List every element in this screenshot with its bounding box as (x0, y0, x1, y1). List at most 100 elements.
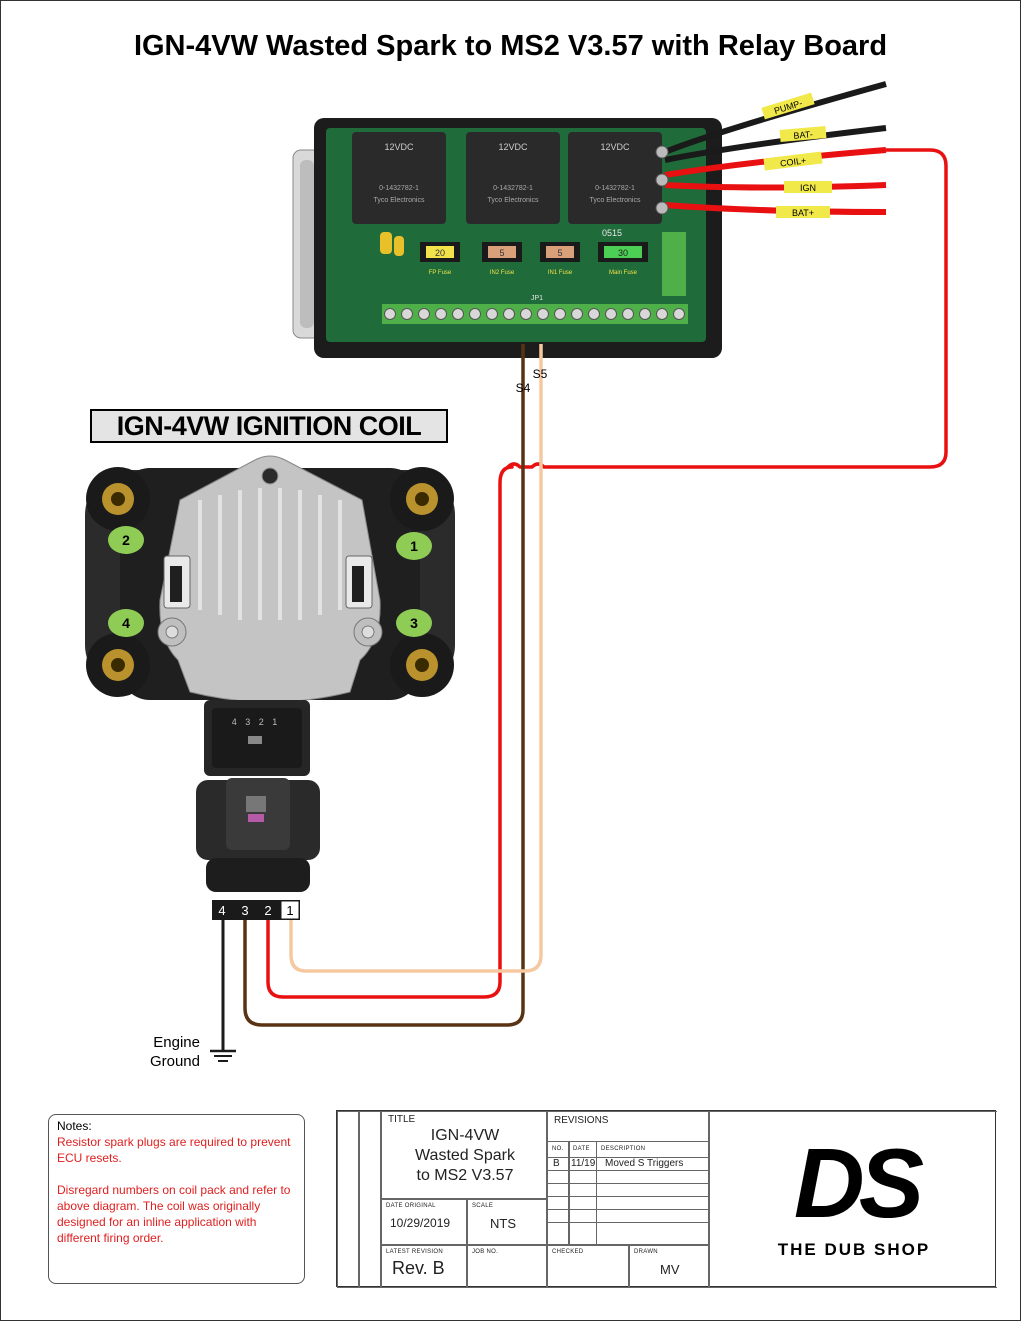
relay-board: 12VDC 0-1432782-1 Tyco Electronics 12VDC… (292, 118, 722, 358)
terminal-screw (673, 308, 685, 320)
notes-line-2: Disregard numbers on coil pack and refer… (57, 1183, 291, 1245)
rev-row-date: 11/19 (571, 1158, 596, 1169)
wire-label-pump: PUMP- (761, 92, 815, 120)
rev-header-date: DATE (573, 1146, 590, 1152)
title-block: TITLE IGN-4VW Wasted Spark to MS2 V3.57 … (336, 1110, 997, 1288)
svg-text:3: 3 (241, 903, 248, 918)
date-original-cell: DATE ORIGINAL 10/29/2019 (381, 1199, 467, 1245)
svg-text:20: 20 (435, 248, 445, 258)
pin-badge-1: 1 (396, 532, 432, 560)
dub-shop-logo: DS (793, 1128, 924, 1238)
svg-text:IGN: IGN (800, 183, 816, 193)
title-cell: TITLE IGN-4VW Wasted Spark to MS2 V3.57 (381, 1111, 547, 1199)
wire-label-bat-plus: BAT+ (776, 206, 830, 218)
terminal-screw (622, 308, 634, 320)
svg-text:0-1432782-1: 0-1432782-1 (493, 185, 533, 192)
rev-header-no: NO. (552, 1146, 564, 1152)
pin-badge-3: 3 (396, 609, 432, 637)
relay-3: 12VDC 0-1432782-1 Tyco Electronics (568, 132, 662, 224)
svg-text:0-1432782-1: 0-1432782-1 (379, 185, 419, 192)
svg-text:Main Fuse: Main Fuse (609, 270, 638, 276)
terminal-screw (401, 308, 413, 320)
terminal-screw (435, 308, 447, 320)
drawn-cell: DRAWN MV (629, 1245, 709, 1288)
terminal-screw (384, 308, 396, 320)
svg-text:COIL+: COIL+ (779, 155, 806, 168)
svg-text:2: 2 (264, 903, 271, 918)
rev-row-no: B (553, 1158, 560, 1169)
checked-cell: CHECKED (547, 1245, 629, 1288)
svg-text:1: 1 (410, 538, 418, 554)
terminal-screw (520, 308, 532, 320)
svg-text:5: 5 (499, 248, 504, 258)
logo-tagline: THE DUB SHOP (777, 1240, 931, 1259)
side-terminal (662, 232, 686, 296)
spark-tower-br (390, 633, 454, 697)
spark-tower-bl (86, 633, 150, 697)
terminal-screw (639, 308, 651, 320)
svg-text:30: 30 (618, 248, 628, 258)
rev-row-description: Moved S Triggers (605, 1158, 684, 1169)
svg-text:FP Fuse: FP Fuse (429, 270, 452, 276)
spark-tower-tr (390, 467, 454, 531)
wire-label-coil-plus: COIL+ (763, 151, 823, 171)
plug-pin-strip: 4 3 2 1 (212, 900, 300, 920)
notes-box: Notes: Resistor spark plugs are required… (48, 1114, 305, 1284)
svg-text:1: 1 (286, 903, 293, 918)
output-wires: PUMP- BAT- COIL+ IGN BAT+ (655, 81, 887, 218)
svg-text:4: 4 (218, 903, 225, 918)
svg-text:2: 2 (122, 532, 130, 548)
svg-text:Tyco Electronics: Tyco Electronics (590, 197, 641, 204)
svg-text:12VDC: 12VDC (498, 142, 528, 152)
pin-badge-4: 4 (108, 609, 144, 637)
relay-1: 12VDC 0-1432782-1 Tyco Electronics (352, 132, 446, 224)
notes-heading: Notes: (57, 1119, 92, 1133)
svg-text:12VDC: 12VDC (600, 142, 630, 152)
connector-label: JP1 (531, 295, 543, 302)
svg-text:IN2 Fuse: IN2 Fuse (490, 270, 515, 276)
svg-text:4: 4 (122, 615, 130, 631)
svg-text:3: 3 (410, 615, 418, 631)
notes-line-1: Resistor spark plugs are required to pre… (57, 1135, 291, 1165)
svg-text:BAT+: BAT+ (792, 208, 814, 218)
scale-cell: SCALE NTS (467, 1199, 547, 1245)
coil-plug (196, 778, 320, 892)
svg-text:Tyco Electronics: Tyco Electronics (374, 197, 425, 204)
ignition-coil-pack: 2 1 4 3 4 3 2 1 (85, 455, 455, 776)
terminal-screw (656, 308, 668, 320)
svg-text:0-1432782-1: 0-1432782-1 (595, 185, 635, 192)
svg-text:Tyco Electronics: Tyco Electronics (488, 197, 539, 204)
job-no-cell: JOB NO. (467, 1245, 547, 1288)
rev-header-description: DESCRIPTION (601, 1146, 646, 1152)
logo-cell: DS THE DUB SHOP (709, 1111, 997, 1288)
fuses: 20 FP Fuse 5 IN2 Fuse 5 IN1 Fuse 30 Main… (420, 242, 648, 276)
page-title: IGN-4VW Wasted Spark to MS2 V3.57 with R… (133, 30, 888, 62)
board-code: 0515 (602, 228, 622, 238)
wire-label-bat-minus: BAT- (779, 126, 827, 142)
terminal-screw (418, 308, 430, 320)
wire-label-ign: IGN (784, 181, 832, 193)
pin-badge-2: 2 (108, 526, 144, 554)
svg-text:12VDC: 12VDC (384, 142, 414, 152)
engine-ground-label: Engine Ground (149, 1034, 200, 1070)
latest-revision-cell: LATEST REVISION Rev. B (381, 1245, 467, 1288)
svg-text:IN1 Fuse: IN1 Fuse (548, 270, 573, 276)
relay-2: 12VDC 0-1432782-1 Tyco Electronics (466, 132, 560, 224)
terminal-screw (469, 308, 481, 320)
terminal-screw (554, 308, 566, 320)
terminal-screw (452, 308, 464, 320)
s5-label: S5 (533, 367, 548, 381)
coil-title-label: IGN-4VW IGNITION COIL (90, 409, 448, 443)
terminal-screw (537, 308, 549, 320)
signal-wires (210, 148, 948, 1062)
terminal-screw (503, 308, 515, 320)
terminal-screw (486, 308, 498, 320)
terminal-screw (571, 308, 583, 320)
spark-tower-tl (86, 467, 150, 531)
svg-text:BAT-: BAT- (793, 129, 813, 141)
terminal-screw (588, 308, 600, 320)
svg-text:5: 5 (557, 248, 562, 258)
terminal-screw (605, 308, 617, 320)
s4-label: S4 (516, 381, 531, 395)
